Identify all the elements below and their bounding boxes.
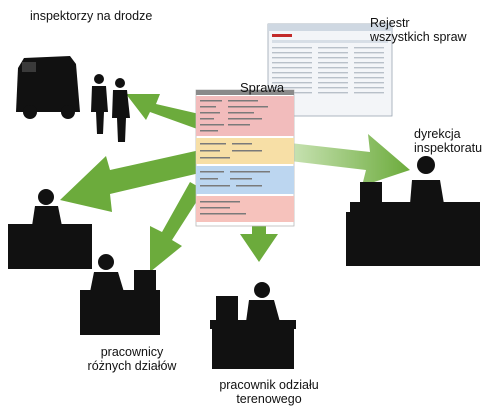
label-registry-line1: Rejestr (370, 16, 410, 30)
label-registry: Rejestr wszystkich spraw (370, 16, 467, 44)
arrow-to-left-desk-worker (60, 150, 204, 212)
label-management: dyrekcja inspektoratu (414, 127, 482, 155)
worker-at-desk-icon (80, 254, 160, 335)
label-departments: pracownicy różnych działów (76, 345, 188, 373)
label-registry-line2: wszystkich spraw (370, 30, 467, 44)
arrow-to-field-office-worker (240, 224, 278, 262)
inspector-figures-icon (91, 74, 130, 142)
label-field-office-worker: pracownik odziału terenowego (214, 378, 324, 406)
label-case: Sprawa (240, 80, 285, 95)
worker-at-desk-icon (8, 189, 92, 269)
label-field-inspectors: inspektorzy na drodze (30, 9, 153, 23)
label-field-office-worker-line2: terenowego (236, 392, 302, 406)
label-departments-line1: pracownicy (100, 345, 164, 359)
label-management-line1: dyrekcja (414, 127, 461, 141)
flow-arrows (60, 94, 410, 272)
case-form-document (195, 89, 295, 227)
worker-at-desk-icon (210, 282, 296, 369)
label-field-office-worker-line1: pracownik odziału (219, 378, 319, 392)
arrow-to-departments (150, 182, 204, 272)
label-departments-line2: różnych działów (87, 359, 177, 373)
worker-at-desk-icon (346, 156, 480, 266)
arrow-to-management (290, 134, 410, 186)
label-management-line2: inspektoratu (414, 141, 483, 155)
van-icon (16, 56, 80, 119)
arrow-to-field-inspectors (126, 94, 208, 130)
